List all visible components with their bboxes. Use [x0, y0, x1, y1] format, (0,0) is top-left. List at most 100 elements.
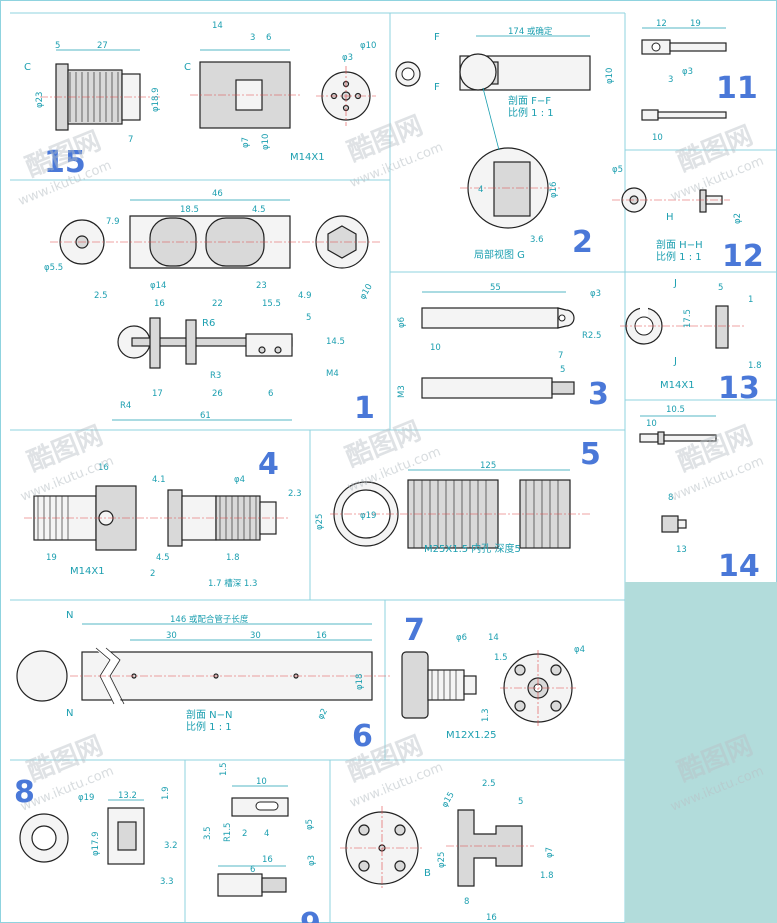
dim-p10-1-8: 1.8: [540, 871, 554, 881]
part-6-drawing: [16, 623, 390, 706]
dim-p9-2: 2: [242, 829, 247, 839]
part-1-drawing: [50, 199, 380, 421]
dim-p9-3-5: 3.5: [203, 826, 213, 840]
dim-p3-m3: M3: [397, 385, 407, 398]
dim-p14-13: 13: [676, 545, 687, 555]
dim-p11-3: 3: [668, 75, 673, 85]
cut-mark-n-bottom: N: [66, 708, 73, 719]
dim-p13-5: 5: [718, 283, 723, 293]
cut-mark-f-bottom: F: [434, 82, 440, 93]
dim-p15-27: 27: [97, 41, 108, 51]
dim-p6-30-b: 30: [250, 631, 261, 641]
dim-p7-phi4: φ4: [574, 645, 585, 655]
dim-p9-1-5: 1.5: [219, 762, 229, 776]
dim-p3-7: 7: [558, 351, 563, 361]
scale-label-n: 比例 1 : 1: [186, 720, 232, 733]
dim-p10-8: 8: [464, 897, 469, 907]
part-number-12: 12: [722, 239, 764, 274]
dim-p12-phi2: φ2: [733, 213, 743, 224]
part-8-drawing: [19, 799, 145, 865]
part-number-3: 3: [588, 377, 609, 412]
part-number-5: 5: [580, 437, 601, 472]
dim-p14-10: 10: [646, 419, 657, 429]
thread-p13-m14x1: M14X1: [660, 380, 695, 391]
dim-p15-6: 6: [266, 33, 271, 43]
part-number-6: 6: [352, 719, 373, 754]
part-10-drawing: [340, 806, 534, 890]
dim-p1-phi14: φ14: [150, 281, 166, 291]
dim-p1-4-9: 4.9: [298, 291, 312, 301]
dim-p6-phi2: φ2: [316, 707, 330, 722]
dim-p4-phi4: φ4: [234, 475, 245, 485]
dim-p2-3-6: 3.6: [530, 235, 544, 245]
part-12-drawing: [612, 187, 730, 213]
part-7-drawing: [401, 650, 576, 726]
dim-p2-174: 174 或确定: [508, 26, 553, 37]
dim-p10-5: 5: [518, 797, 523, 807]
dim-p5-phi25: φ25: [315, 514, 325, 530]
thread-p5-m25: M25X1.5 内孔 深度5: [424, 542, 521, 555]
part-3-drawing: [421, 291, 575, 399]
dim-p6-16: 16: [316, 631, 327, 641]
dim-p14-8: 8: [668, 493, 673, 503]
cut-mark-j-top: J: [673, 278, 677, 289]
dim-p10-phi25: φ25: [437, 852, 447, 868]
dim-p15-phi18-9: φ18.9: [151, 87, 161, 112]
dim-p1-r4: R4: [120, 401, 131, 411]
dim-p7-14: 14: [488, 633, 499, 643]
dim-p10-phi7: φ7: [545, 847, 555, 858]
cut-mark-h: H: [666, 212, 674, 223]
dim-p2-4: 4: [478, 185, 483, 195]
dim-p11-12: 12: [656, 19, 667, 29]
dim-p1-15-5: 15.5: [262, 299, 281, 309]
section-label-f: 剖面 F−F: [508, 94, 551, 107]
cut-mark-b: B: [424, 868, 431, 879]
part-number-13: 13: [718, 371, 760, 406]
section-label-h: 剖面 H−H: [656, 238, 703, 251]
dim-p4-16: 16: [98, 463, 109, 473]
dim-p9-6: 6: [250, 865, 255, 875]
dim-p15-phi10: φ10: [261, 134, 271, 150]
part-5-drawing: [330, 469, 590, 549]
dim-p8-3-3: 3.3: [160, 877, 174, 887]
dim-p15-phi23: φ23: [35, 92, 45, 108]
dim-p15-5: 5: [55, 41, 60, 51]
part-15-drawing: [40, 49, 376, 131]
scale-label-f: 比例 1 : 1: [508, 106, 554, 119]
dim-p2-phi16: φ16: [549, 182, 559, 198]
dim-p9-phi3: φ3: [307, 855, 317, 866]
dim-p1-17: 17: [152, 389, 163, 399]
dim-p1-14-5: 14.5: [326, 337, 345, 347]
dim-p3-phi6: φ6: [397, 317, 407, 328]
dim-p4-1-8: 1.8: [226, 553, 240, 563]
thread-p4-m14x1: M14X1: [70, 566, 105, 577]
part-number-15: 15: [44, 145, 86, 180]
dim-p3-phi3: φ3: [590, 289, 601, 299]
empty-panel: [625, 582, 777, 923]
dim-p7-phi6: φ6: [456, 633, 467, 643]
dim-p4-groove: 1.7 槽深 1.3: [208, 578, 257, 589]
dim-p12-phi5: φ5: [612, 165, 623, 175]
cut-mark-c-left: C: [24, 62, 31, 73]
dim-p1-7-9: 7.9: [106, 217, 120, 227]
dim-p1-2-5: 2.5: [94, 291, 108, 301]
dim-p9-4: 4: [264, 829, 269, 839]
dim-p8-1-9: 1.9: [161, 786, 171, 800]
part-14-drawing: [639, 415, 717, 533]
dim-p15-14: 14: [212, 21, 223, 31]
dim-p1-r3: R3: [210, 371, 221, 381]
dim-p15-phi3: φ3: [342, 53, 353, 63]
dim-p1-phi5-5: φ5.5: [44, 263, 63, 273]
part-number-11: 11: [716, 71, 758, 106]
dim-p14-10-5: 10.5: [666, 405, 685, 415]
dim-p13-17-5: 17.5: [683, 309, 693, 328]
dim-p8-13-2: 13.2: [118, 791, 137, 801]
dim-p15-3: 3: [250, 33, 255, 43]
dim-p10-phi15: φ15: [440, 790, 457, 809]
cut-mark-j-bottom: J: [673, 356, 677, 367]
dim-p15-phi10-b: φ10: [360, 41, 376, 51]
dim-p4-4-1: 4.1: [152, 475, 166, 485]
dim-p1-r6: R6: [202, 318, 215, 329]
dim-p11-19: 19: [690, 19, 701, 29]
